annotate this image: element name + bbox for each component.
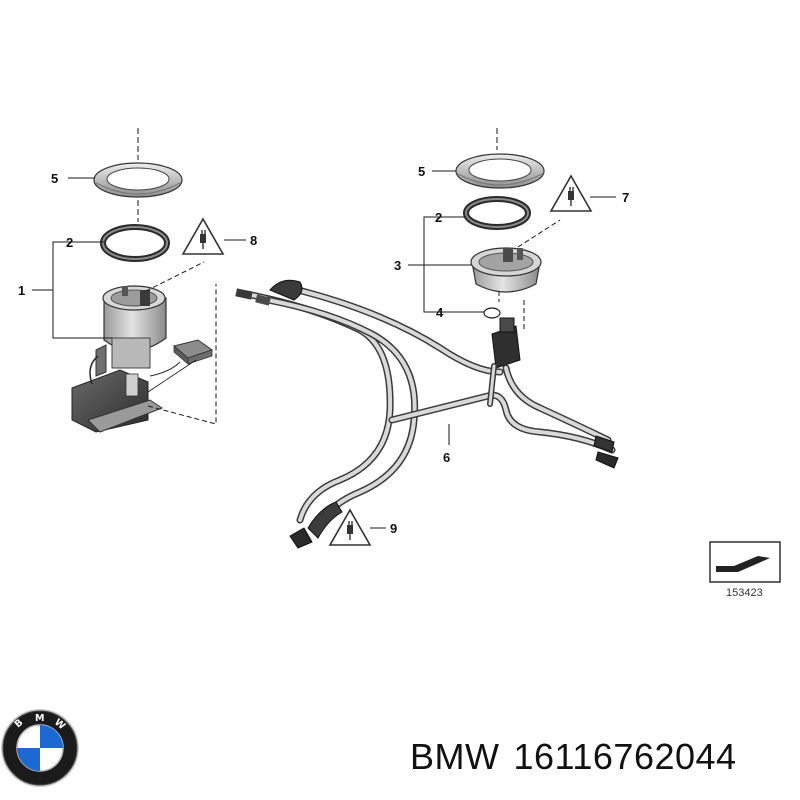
callout-center-6: 6 xyxy=(443,450,450,465)
right-locking-ring xyxy=(455,153,545,189)
reference-code: 153423 xyxy=(726,587,763,599)
right-guide-dashed xyxy=(517,219,561,248)
right-flange-pot xyxy=(470,247,542,293)
callout-left-1: 1 xyxy=(18,283,25,298)
callout-right-3: 3 xyxy=(394,258,401,273)
left-seal-ring xyxy=(100,224,170,262)
left-guide-dashed-1 xyxy=(147,284,217,425)
callout-right-2: 2 xyxy=(435,210,442,225)
right-seal-ring xyxy=(463,196,531,230)
fuel-line-fittings xyxy=(235,279,619,549)
fuel-line-harness xyxy=(242,284,616,534)
part-number: 16116762044 xyxy=(513,736,737,777)
right-assembly: 5 2 3 4 7 xyxy=(394,128,629,369)
left-guide-dashed-2 xyxy=(145,261,205,292)
callout-right-5: 5 xyxy=(418,164,425,179)
warning-triangle-icon xyxy=(549,174,593,212)
callout-left-8: 8 xyxy=(250,233,257,248)
bmw-roundel-icon: B M W xyxy=(1,709,79,787)
warning-triangle-icon xyxy=(181,217,225,255)
callout-right-7: 7 xyxy=(622,190,629,205)
right-connector xyxy=(491,300,525,369)
callout-left-5: 5 xyxy=(51,171,58,186)
callout-bottom-9: 9 xyxy=(390,521,397,536)
part-caption: BMW 16116762044 xyxy=(410,736,737,778)
logo-letter-m: M xyxy=(35,713,45,724)
callout-left-2: 2 xyxy=(66,235,73,250)
left-filter-pad xyxy=(172,339,214,365)
left-guide-leader-pad xyxy=(147,359,197,393)
warning-triangle-icon xyxy=(328,508,372,546)
left-pump-module xyxy=(71,285,181,433)
page-corner-icon xyxy=(709,541,781,583)
brand-name: BMW xyxy=(410,736,500,777)
callout-right-4: 4 xyxy=(436,305,444,320)
left-assembly: 5 2 1 8 xyxy=(18,128,257,433)
left-locking-ring xyxy=(93,162,183,198)
left-bracket-1 xyxy=(52,241,112,339)
right-o-ring xyxy=(483,307,501,319)
